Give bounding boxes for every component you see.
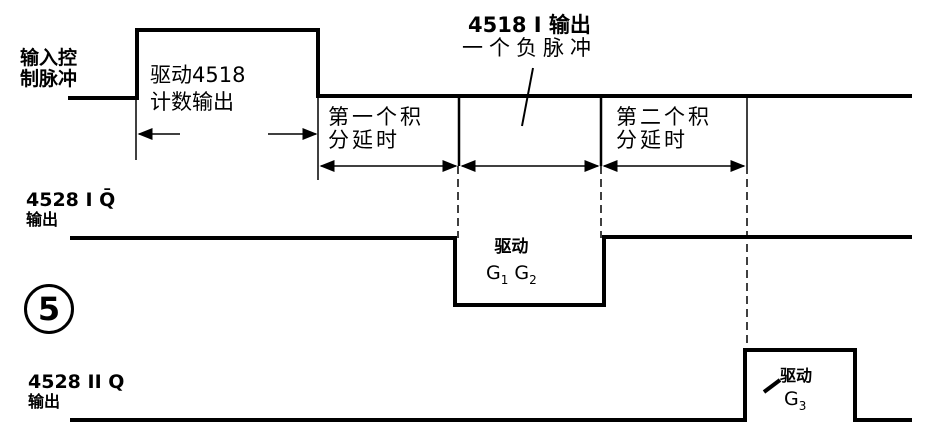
annotation-line: 第二个积 [616, 105, 712, 129]
annotation-first-delay: 第一个积 分延时 [328, 105, 424, 153]
signal-label-4528-I: 4528 I Q̄ 输出 [26, 190, 115, 228]
signal-label-input: 输入控 制脉冲 [20, 48, 77, 90]
signal-label-4528-II: 4528 II Q 输出 [28, 372, 124, 410]
annotation-line: G1 G2 [486, 261, 537, 287]
annotation-line: 驱动4518 [150, 63, 246, 87]
gate-label: G [514, 261, 530, 284]
annotation-line: 计数输出 [150, 90, 234, 115]
gate-subscript: 3 [798, 398, 807, 413]
annotation-line: G3 [784, 387, 812, 413]
input-pulse-waveform [68, 28, 912, 100]
gate-subscript: 1 [500, 272, 509, 287]
signal-label-line: 4528 I Q̄ [26, 189, 116, 211]
annotation-line: 驱动 [780, 366, 813, 385]
signal-label-line: 制脉冲 [20, 67, 78, 90]
annotation-line: 4518 I 输出 [468, 13, 591, 37]
annotation-second-delay: 第二个积 分延时 [616, 105, 712, 153]
gate-label: G [784, 387, 799, 410]
signal-label-line: 输出 [28, 391, 61, 411]
4528-I-qbar-waveform [70, 235, 912, 307]
annotation-line: 分延时 [328, 128, 400, 153]
annotation-drive-g3: 驱动 G3 [780, 367, 812, 413]
annotation-line: 第一个积 [328, 105, 424, 129]
annotation-line: 分延时 [616, 128, 688, 153]
signal-label-line: 4528 II Q [28, 371, 125, 393]
annotation-drive-4518: 驱动4518 计数输出 [150, 63, 246, 115]
signal-label-line: 输入控 [20, 47, 78, 69]
signal-label-line: 输出 [26, 209, 59, 229]
gate-label: G [486, 261, 501, 284]
gate-subscript: 2 [529, 272, 537, 287]
figure-number-badge: 5 [24, 284, 74, 334]
4528-II-q-waveform [70, 348, 912, 422]
annotation-drive-g1g2: 驱动 G1 G2 [486, 238, 537, 287]
annotation-4518-negative-pulse: 4518 I 输出 一个负脉冲 [462, 13, 597, 61]
annotation-line: 驱动 [494, 237, 529, 257]
annotation-line: 一个负脉冲 [462, 36, 597, 61]
